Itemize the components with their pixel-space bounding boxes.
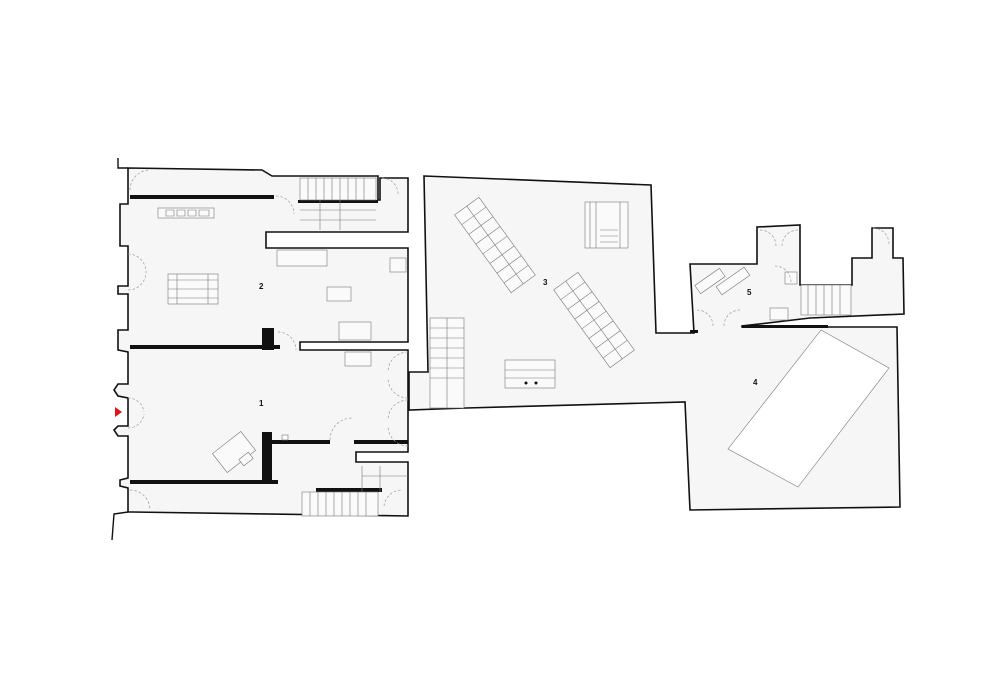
interior-wall <box>298 200 378 203</box>
room-label-1: 1 <box>259 399 264 408</box>
exterior-wall-top <box>117 158 128 169</box>
furniture-shelf <box>389 257 407 273</box>
display-table-1 <box>454 196 536 294</box>
stair-bottom <box>301 466 408 517</box>
furniture-table-grid <box>167 273 219 305</box>
interior-wall <box>262 440 330 444</box>
stair-room3 <box>429 317 465 409</box>
furniture-cabinet <box>344 351 372 367</box>
display-counter <box>504 359 556 389</box>
display-vitrine <box>584 201 629 249</box>
furniture-desk <box>326 286 352 302</box>
exterior-wall-bottom <box>111 511 129 541</box>
interior-wall <box>262 328 274 350</box>
room-label-3: 3 <box>543 278 548 287</box>
stair-top <box>299 177 377 230</box>
room-label-5: 5 <box>747 288 752 297</box>
interior-wall <box>690 330 698 333</box>
furniture-small <box>281 434 289 441</box>
interior-wall <box>130 480 278 484</box>
display-table-2 <box>553 271 635 369</box>
furniture-chair <box>238 451 254 467</box>
furniture-desk <box>769 307 789 321</box>
interior-wall <box>130 195 274 199</box>
furniture-counter <box>276 249 328 267</box>
furniture-bench <box>694 267 726 295</box>
furniture-cabinet <box>784 271 798 285</box>
interior-wall <box>262 432 272 484</box>
room-label-2: 2 <box>259 282 264 291</box>
stair-room5 <box>800 284 852 316</box>
left-building-outline <box>112 167 409 517</box>
interior-wall <box>130 345 280 349</box>
entrance-marker-icon <box>115 407 122 417</box>
pool-outline <box>727 329 890 488</box>
interior-wall <box>316 488 382 492</box>
interior-wall <box>742 325 828 328</box>
interior-wall <box>354 440 408 444</box>
furniture-bench <box>715 266 751 296</box>
door-swings <box>127 169 890 511</box>
furniture-table <box>338 321 372 341</box>
room-label-4: 4 <box>753 378 758 387</box>
furniture-bench <box>157 207 215 219</box>
